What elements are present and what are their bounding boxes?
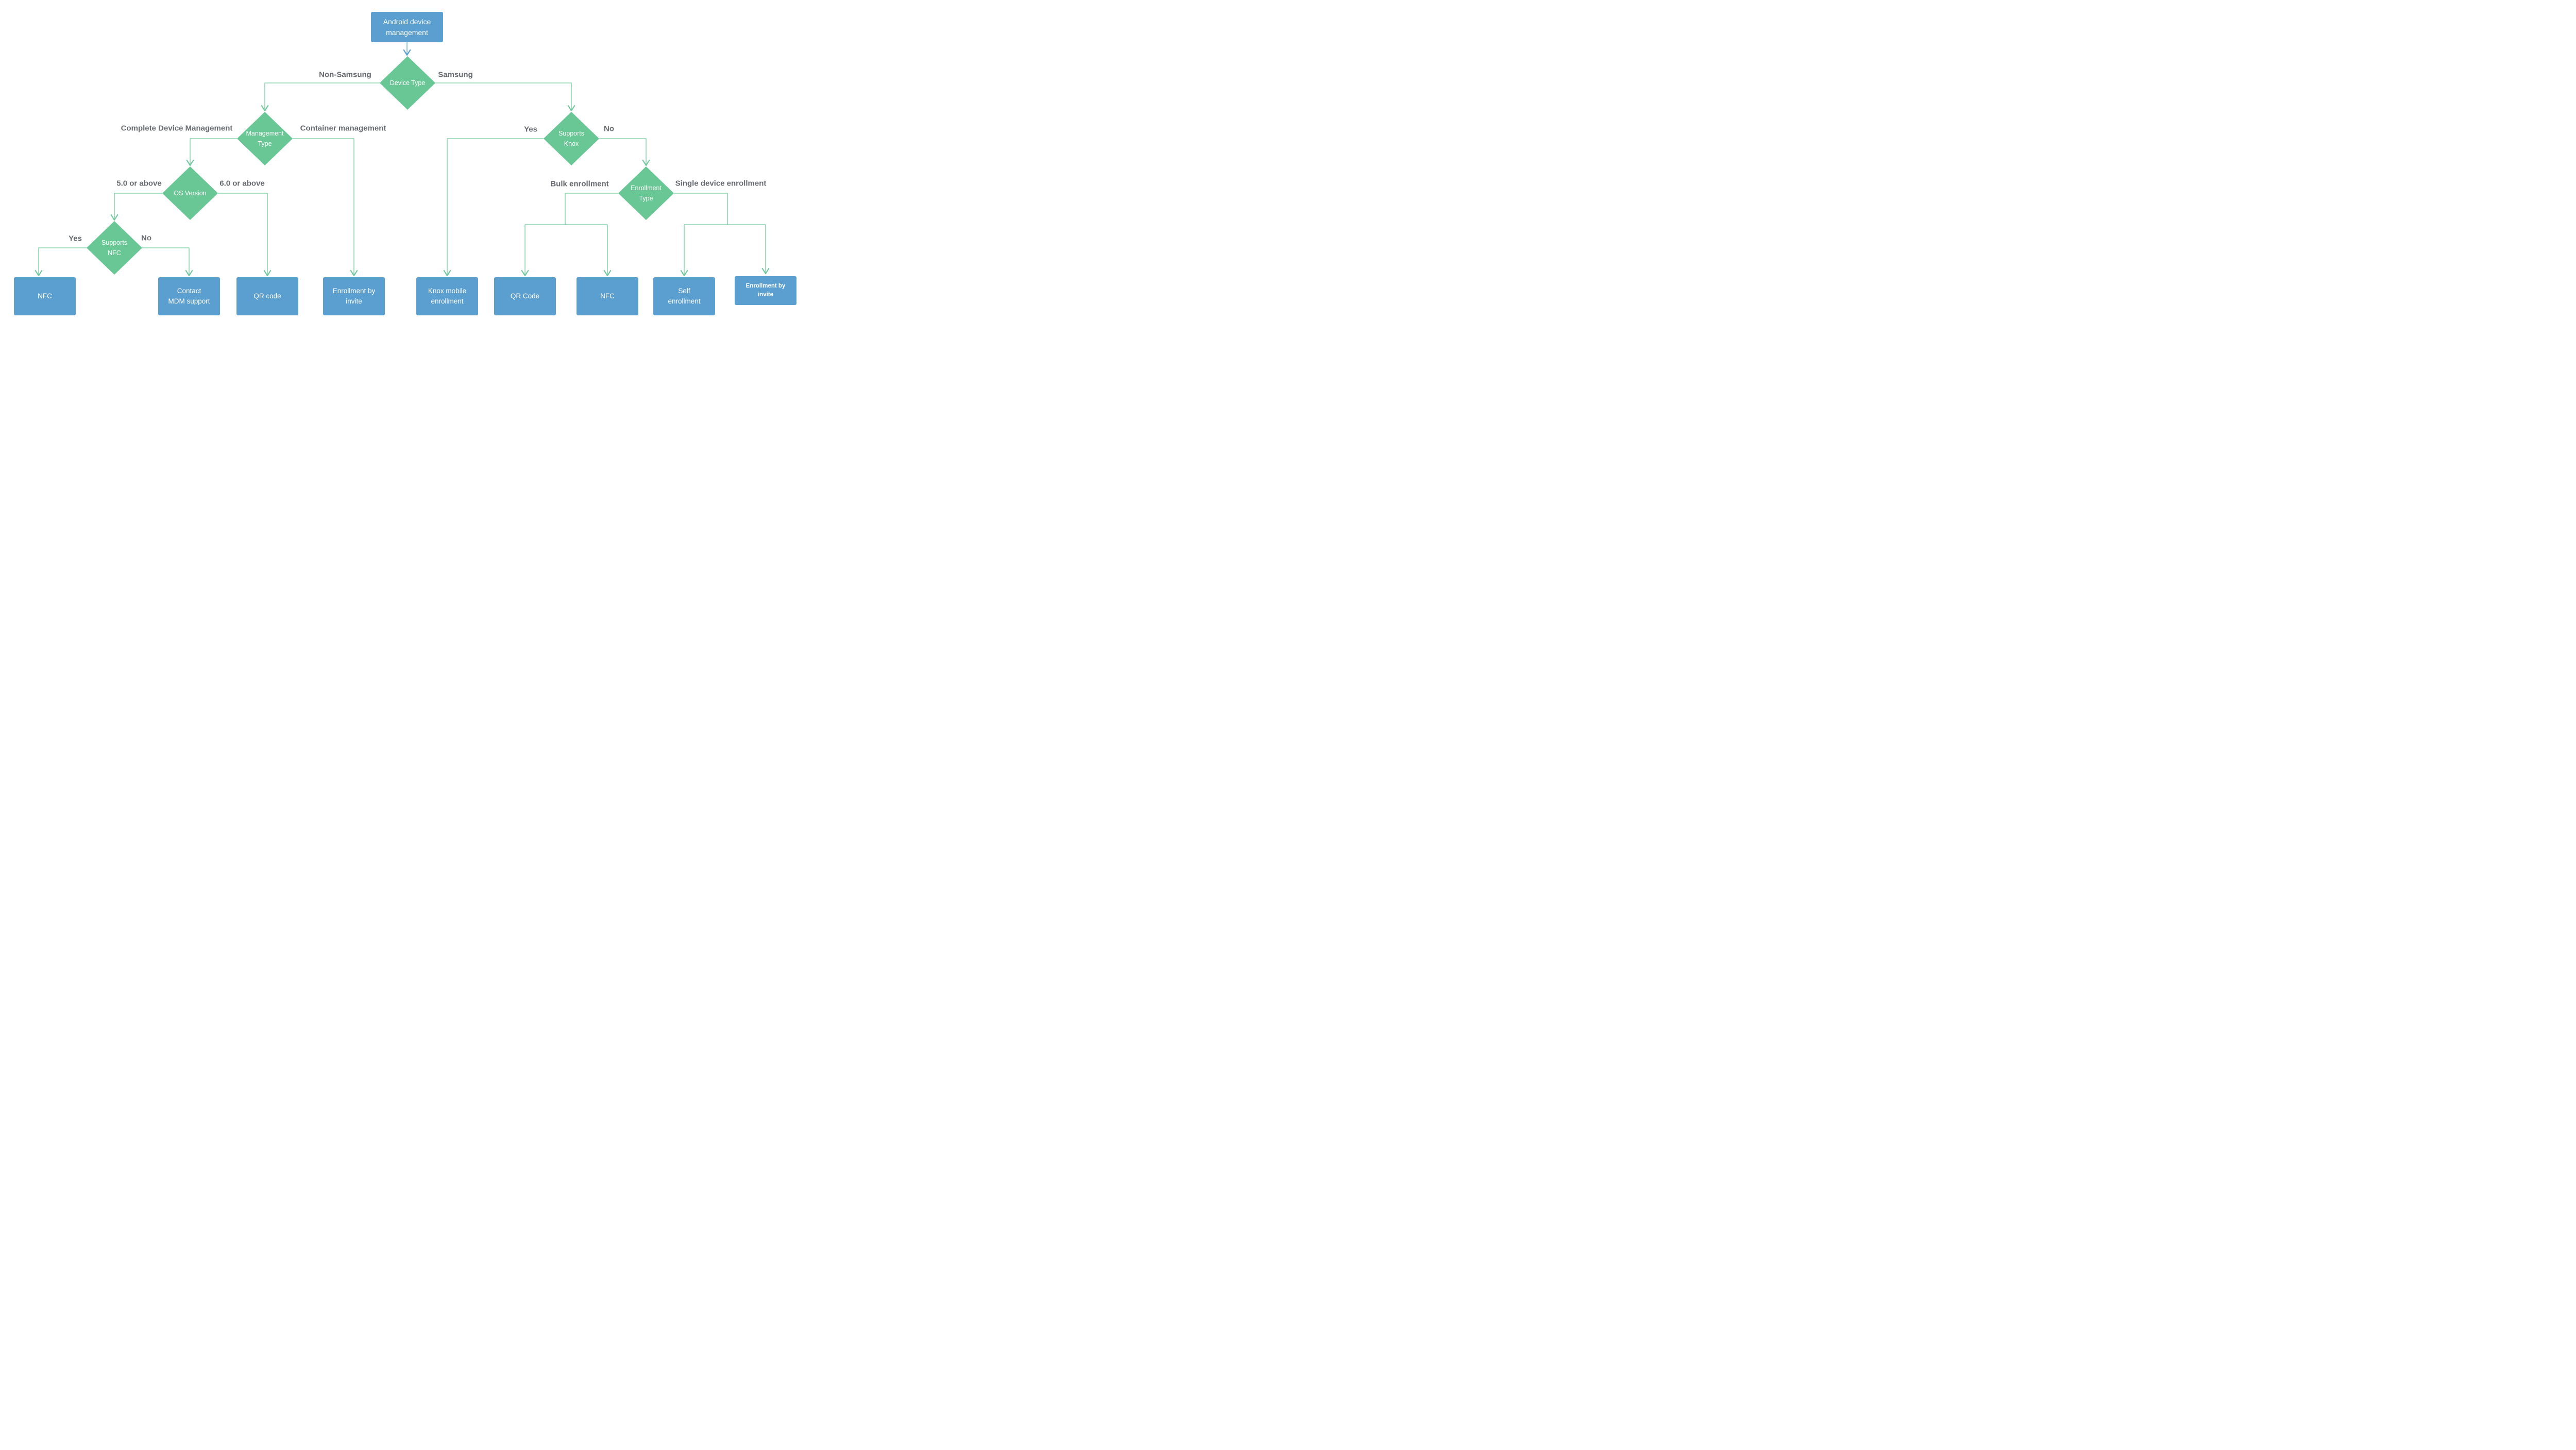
edge-supports-knox-to-knox-mobile [443, 138, 544, 277]
flowchart-canvas: Android device management Device Type Ma… [0, 0, 808, 331]
branch-label-nfc-yes: Yes [69, 234, 82, 243]
branch-label-5-0-or-above: 5.0 or above [116, 179, 162, 188]
connector-layer [35, 42, 770, 277]
outcome-contact-mdm-support: Contact MDM support [158, 277, 220, 315]
edge-os-version-to-supports-nfc [110, 193, 162, 221]
branch-label-samsung: Samsung [438, 70, 473, 79]
branch-label-complete-device-management: Complete Device Management [121, 124, 233, 133]
branch-label-single-device-enrollment: Single device enrollment [675, 179, 767, 188]
outcome-nfc-right: NFC [577, 277, 638, 315]
outcome-enrollment-by-invite-right: Enrollment by invite [735, 276, 796, 305]
branch-label-nfc-no: No [141, 233, 151, 243]
edge-management-type-to-os-version [186, 138, 237, 166]
branch-label-6-0-or-above: 6.0 or above [219, 179, 265, 188]
outcome-self-enrollment: Self enrollment [653, 277, 715, 315]
branch-label-knox-no: No [604, 124, 614, 133]
edge-management-type-to-invite-left [293, 138, 358, 277]
edge-supports-nfc-to-contact-mdm [142, 247, 193, 277]
branch-label-non-samsung: Non-Samsung [319, 70, 371, 79]
edge-supports-knox-to-enrollment-type [599, 138, 650, 166]
outcome-knox-mobile-enrollment: Knox mobile enrollment [416, 277, 478, 315]
branch-label-container-management: Container management [300, 124, 386, 133]
edge-device-type-to-supports-knox [435, 82, 575, 112]
edge-enrollment-type-bulk-trunk [565, 193, 618, 225]
edge-device-type-to-management-type [261, 82, 380, 112]
edge-enrollment-type-single-trunk [674, 193, 728, 225]
node-android-device-management: Android device management [371, 12, 443, 42]
edge-supports-nfc-to-nfc-left [35, 247, 87, 277]
branch-label-bulk-enrollment: Bulk enrollment [550, 179, 609, 189]
branch-label-knox-yes: Yes [524, 125, 537, 134]
outcome-nfc-left: NFC [14, 277, 76, 315]
edge-os-version-to-qr-code-left [218, 193, 272, 277]
outcome-qr-code-left: QR code [236, 277, 298, 315]
outcome-enrollment-by-invite-left: Enrollment by invite [323, 277, 385, 315]
outcome-qr-code-right: QR Code [494, 277, 556, 315]
